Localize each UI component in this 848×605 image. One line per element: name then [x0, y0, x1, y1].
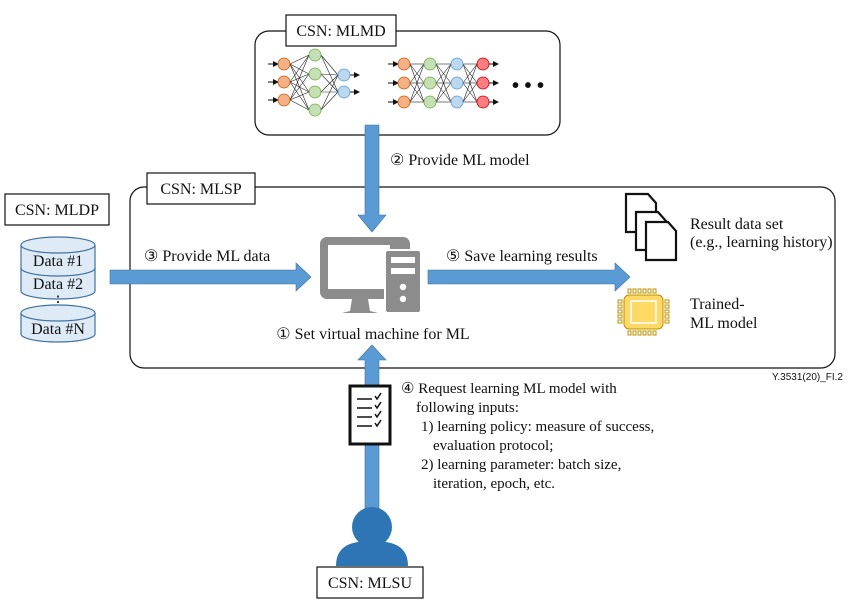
database-icon-upper [20, 236, 96, 300]
step5-label: ⑤ Save learning results [446, 248, 598, 265]
nn-node [397, 76, 411, 90]
provide-model-arrow [357, 124, 387, 233]
nn-node [450, 76, 464, 90]
data-item-2: Data #2 [33, 276, 83, 293]
nn-connection [289, 73, 310, 101]
result-documents-icon [624, 192, 678, 262]
nn-node [277, 57, 291, 71]
step4-item-2: 2) learning parameter: batch size, [421, 457, 621, 473]
nn-connection [462, 63, 478, 84]
nn-connection [289, 54, 310, 65]
data-item-n: Data #N [31, 321, 85, 338]
nn-node [450, 57, 464, 71]
mldp-label-box [4, 193, 110, 226]
mldp-container: CSN: MLDP Data #1 Data #2 ⋮ Data #N [4, 193, 110, 343]
mlmd-label-box [285, 14, 397, 47]
step4-title-cont: following inputs: [416, 400, 519, 416]
mldp-label: CSN: MLDP [15, 202, 99, 219]
nn-connection [320, 73, 339, 93]
nn-connection [320, 74, 339, 93]
nn-connection [409, 63, 425, 84]
nn-node [308, 48, 322, 62]
step4-item-2-cont: iteration, epoch, etc. [433, 476, 555, 492]
nn-node [423, 76, 437, 90]
trained-model-label-line1: Trained- [690, 296, 745, 313]
neural-network-icon-1 [268, 48, 360, 117]
nn-node [308, 67, 322, 81]
nn-node [277, 93, 291, 107]
nn-node [397, 57, 411, 71]
nn-connection [320, 54, 339, 76]
nn-connection [435, 63, 452, 103]
nn-node [277, 75, 291, 89]
database-icon-lower [20, 304, 96, 343]
nn-connection [320, 91, 339, 111]
step3-label: ③ Provide ML data [144, 248, 270, 265]
trained-model-label-line2: ML model [690, 315, 758, 332]
trained-model-chip-icon [617, 288, 670, 336]
nn-connection [320, 74, 339, 111]
neural-network-icon-2 [388, 57, 499, 109]
nn-connection [320, 54, 339, 93]
nn-node [423, 95, 437, 109]
nn-node [476, 76, 490, 90]
step1-label: ① Set virtual machine for ML [276, 326, 469, 343]
nn-connection [409, 63, 425, 103]
nn-connection [409, 82, 425, 103]
provide-data-arrow [109, 262, 312, 292]
nn-node [450, 95, 464, 109]
step2-label: ② Provide ML model [390, 152, 530, 169]
data-item-1: Data #1 [33, 253, 83, 270]
nn-connection [289, 54, 310, 101]
mlmd-container: CSN: MLMD • • • [254, 14, 561, 136]
nn-connection [289, 54, 310, 83]
checklist-document-icon [348, 384, 392, 446]
mlsp-label: CSN: MLSP [160, 181, 241, 198]
nn-connection [435, 63, 452, 84]
nn-connection [462, 82, 478, 103]
step4-description: ④ Request learning ML model with followi… [401, 381, 654, 492]
nn-node [476, 95, 490, 109]
save-results-arrow [427, 262, 631, 292]
nn-node [308, 103, 322, 117]
mlmd-label: CSN: MLMD [296, 23, 385, 40]
result-data-set-label: Result data set [690, 216, 784, 233]
mlsp-label-box [146, 172, 256, 205]
nn-node [476, 57, 490, 71]
result-data-set-example: (e.g., learning history) [690, 234, 833, 251]
more-models-ellipsis: • • • [512, 75, 544, 97]
nn-node [397, 95, 411, 109]
step4-item-1-cont: evaluation protocol; [433, 438, 553, 454]
mlsu-label-box [316, 566, 424, 599]
virtual-machine-computer-icon [320, 237, 422, 314]
nn-node [423, 57, 437, 71]
mlsu-label: CSN: MLSU [328, 575, 412, 592]
step4-title: ④ Request learning ML model with [401, 381, 617, 397]
nn-node [337, 85, 351, 99]
nn-connection [462, 63, 478, 103]
figure-id: Y.3531(20)_FI.2 [772, 372, 843, 383]
nn-node [308, 85, 322, 99]
nn-connection [320, 73, 339, 76]
user-person-icon [336, 507, 408, 566]
nn-connection [289, 91, 310, 101]
step4-item-1: 1) learning policy: measure of success, [421, 419, 654, 435]
nn-node [337, 68, 351, 82]
nn-connection [289, 99, 310, 111]
nn-connection [435, 82, 452, 103]
